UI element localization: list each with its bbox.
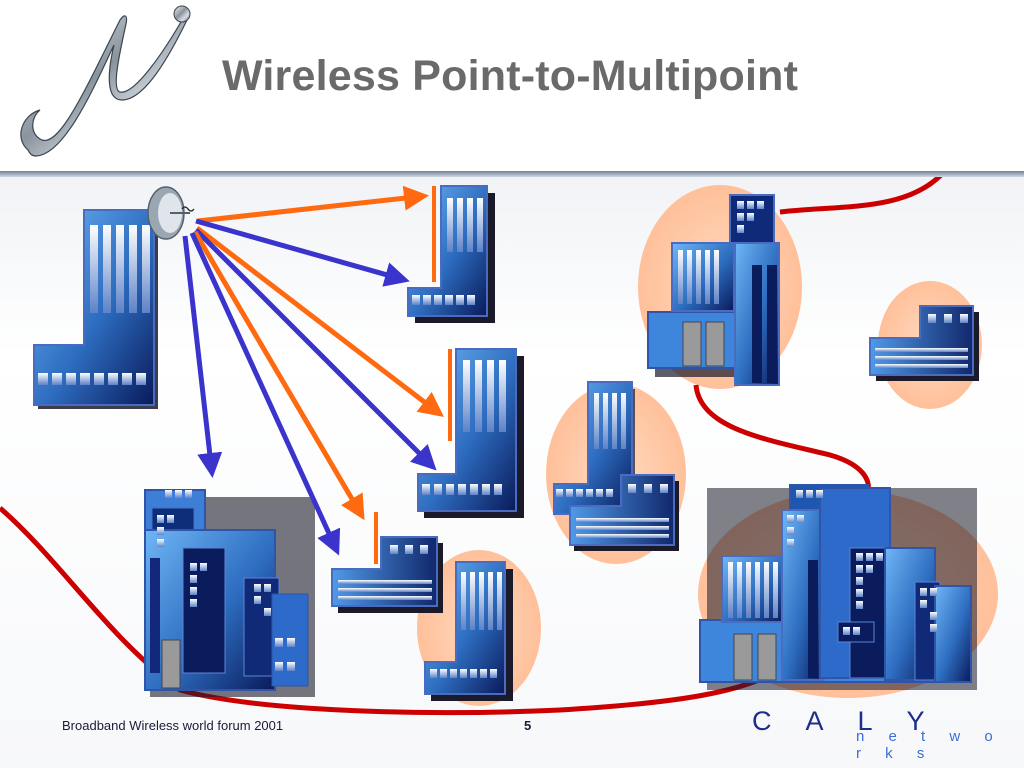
wired-backbone — [0, 177, 943, 715]
header-divider — [0, 171, 1024, 177]
building-6 — [647, 194, 780, 386]
building-10 — [699, 484, 977, 690]
antenna-post — [448, 349, 452, 441]
link-orange — [197, 185, 429, 224]
link-blue — [195, 218, 410, 287]
antenna-icon — [147, 186, 195, 240]
link-blue — [194, 228, 437, 471]
brand-subtitle: n e t w o r k s — [856, 728, 1003, 762]
building-1 — [33, 209, 155, 406]
building-3 — [417, 348, 524, 518]
building-4 — [331, 512, 443, 613]
footer-text: Broadband Wireless world forum 2001 — [62, 718, 284, 733]
wire-segment — [779, 177, 943, 215]
building-2 — [407, 185, 495, 323]
slide-header: Wireless Point-to-Multipoint — [0, 0, 1024, 172]
wireless-links — [182, 185, 444, 556]
n-logo — [20, 5, 191, 157]
brand-logo: C A L Y — [752, 706, 939, 736]
wire-segment — [0, 506, 792, 715]
building-7 — [869, 305, 979, 381]
diagram-area — [0, 177, 1024, 768]
page-number: 5 — [524, 718, 532, 733]
link-orange — [195, 226, 444, 418]
network-diagram — [0, 177, 998, 715]
link-orange — [192, 230, 365, 521]
building-9 — [424, 561, 513, 701]
wire-segment — [693, 384, 871, 491]
link-blue — [189, 231, 341, 556]
antenna-post — [374, 512, 378, 564]
page-title: Wireless Point-to-Multipoint — [222, 52, 799, 100]
link-blue — [182, 235, 223, 478]
antenna-post — [432, 186, 436, 282]
building-8 — [553, 381, 679, 551]
building-5 — [144, 489, 315, 697]
